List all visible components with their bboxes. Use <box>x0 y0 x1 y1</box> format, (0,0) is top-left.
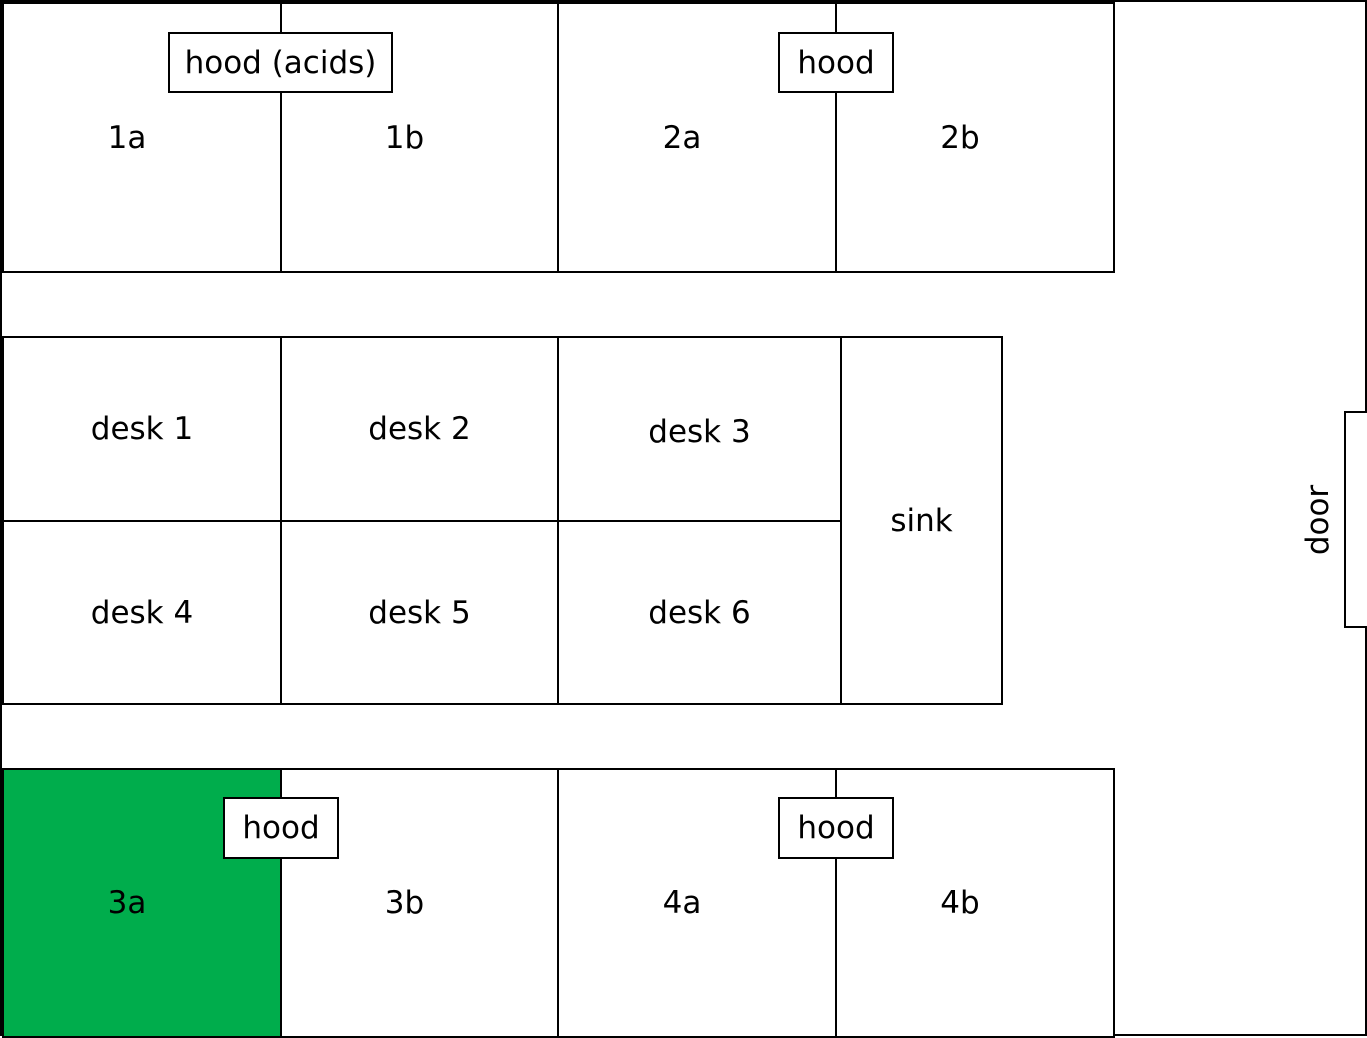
sink[interactable]: sink <box>840 336 1003 705</box>
room-1b[interactable]: 1b <box>280 2 559 273</box>
room-1a-label: 1a <box>107 119 147 156</box>
desk-1[interactable]: desk 1 <box>2 336 282 522</box>
desk-5-label: desk 5 <box>368 594 471 631</box>
room-2b[interactable]: 2b <box>835 2 1115 273</box>
desk-2-label: desk 2 <box>368 411 471 447</box>
room-1b-label: 1b <box>384 119 425 156</box>
room-4b-label: 4b <box>940 885 980 921</box>
room-2a-label: 2a <box>662 119 702 156</box>
hood-label-top-right: hood <box>778 32 894 93</box>
hood-label-bottom-right: hood <box>778 797 894 859</box>
hood-acids-label: hood (acids) <box>168 32 393 93</box>
room-4a-label: 4a <box>662 885 702 921</box>
desk-3-label: desk 3 <box>648 414 751 450</box>
desk-6-label: desk 6 <box>648 594 751 631</box>
hood-label-bottom-left: hood <box>223 797 339 859</box>
room-3a-label: 3a <box>107 885 147 921</box>
desk-4-label: desk 4 <box>90 594 194 631</box>
desk-4[interactable]: desk 4 <box>2 520 282 705</box>
desk-5[interactable]: desk 5 <box>280 520 559 705</box>
room-2b-label: 2b <box>940 119 980 156</box>
desk-1-label: desk 1 <box>90 411 194 447</box>
door-label: door <box>1300 484 1336 556</box>
door[interactable] <box>1344 411 1367 628</box>
desk-3[interactable]: desk 3 <box>557 336 842 522</box>
desk-6[interactable]: desk 6 <box>557 520 842 705</box>
room-3b-label: 3b <box>384 885 425 921</box>
sink-label: sink <box>890 502 953 539</box>
desk-2[interactable]: desk 2 <box>280 336 559 522</box>
